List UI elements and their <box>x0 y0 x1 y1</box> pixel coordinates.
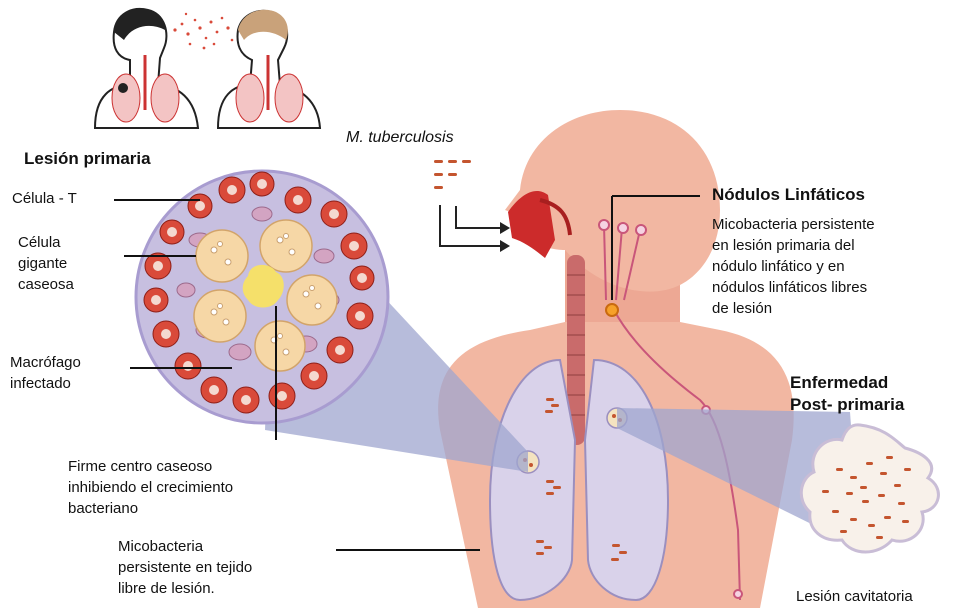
cavitary-lesion-magnified <box>801 425 938 552</box>
giant-cell-label-line: gigante <box>18 253 74 274</box>
lymph-nodes-description-line: en lesión primaria del <box>712 235 875 256</box>
lymph-nodes-description: Micobacteria persistente en lesión prima… <box>712 214 875 319</box>
healthy-tissue-label-line: persistente en tejido <box>118 557 252 578</box>
healthy-tissue-label-line: libre de lesión. <box>118 578 252 599</box>
t-cell-label: Célula - T <box>12 188 77 209</box>
macrophage-label-line: Macrófago <box>10 352 81 373</box>
primary-lesion-title: Lesión primaria <box>24 148 151 170</box>
caseous-center-label-line: inhibiendo el crecimiento <box>68 477 233 498</box>
caseous-center-label-line: bacteriano <box>68 498 233 519</box>
cavitary-lesion-label: Lesión cavitatoria <box>796 586 913 607</box>
transmission-illustration <box>95 8 320 128</box>
healthy-tissue-label-line: Micobacteria <box>118 536 252 557</box>
lymph-nodes-title: Nódulos Linfáticos <box>712 184 865 206</box>
post-primary-title-line: Enfermedad <box>790 372 904 394</box>
post-primary-title: Enfermedad Post- primaria <box>790 372 904 416</box>
giant-cell-label-line: caseosa <box>18 274 74 295</box>
caseous-center-label: Firme centro caseoso inhibiendo el creci… <box>68 456 233 519</box>
lymph-nodes-description-line: de lesión <box>712 298 875 319</box>
giant-cell-label: Célula gigante caseosa <box>18 232 74 295</box>
post-primary-title-line: Post- primaria <box>790 394 904 416</box>
lymph-nodes-description-line: Micobacteria persistente <box>712 214 875 235</box>
macrophage-label-line: infectado <box>10 373 81 394</box>
giant-cell-label-line: Célula <box>18 232 74 253</box>
inhaled-bacteria <box>434 160 510 252</box>
macrophage-label: Macrófago infectado <box>10 352 81 394</box>
lymph-nodes-description-line: nódulos linfáticos libres <box>712 277 875 298</box>
granuloma-magnified <box>136 171 388 423</box>
caseous-center-label-line: Firme centro caseoso <box>68 456 233 477</box>
lymph-nodes-description-line: nódulo linfático y en <box>712 256 875 277</box>
healthy-tissue-label: Micobacteria persistente en tejido libre… <box>118 536 252 599</box>
m-tuberculosis-label: M. tuberculosis <box>346 127 454 148</box>
